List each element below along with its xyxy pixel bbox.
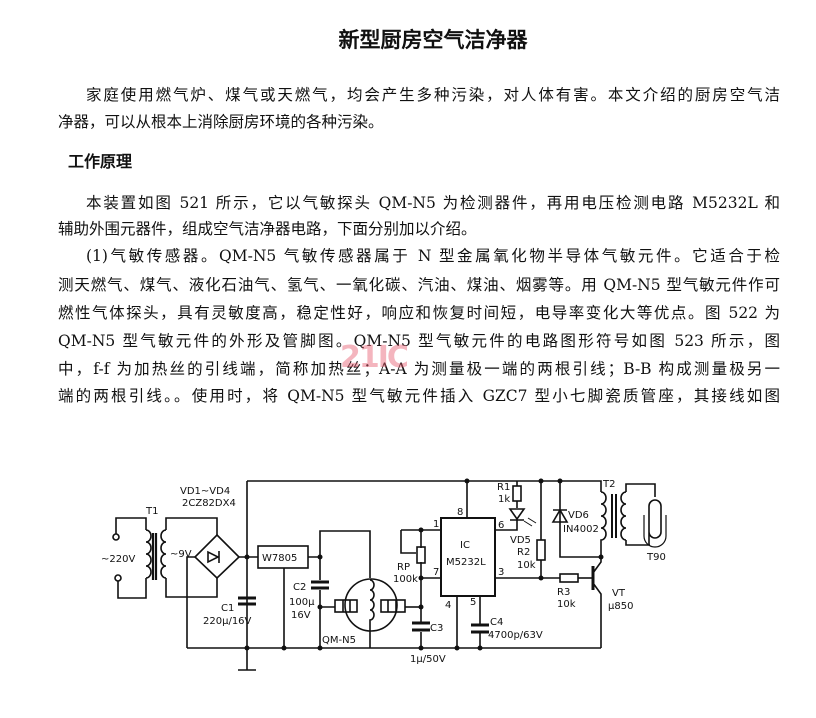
body-line: (1)气敏传感器。QM-N5 气敏传感器属于 N 型金属氧化物半导体气敏元件。它… [86, 247, 780, 265]
resistor-r1 [512, 485, 522, 502]
label-rp: RP [397, 562, 410, 573]
label-pin4: 4 [445, 600, 451, 611]
label-secondary: ~9V [170, 549, 192, 560]
label-pin7: 7 [433, 567, 439, 578]
label-ic: IC [460, 540, 470, 551]
led-vd5 [508, 508, 537, 527]
resistor-r3 [559, 573, 579, 583]
body-line: 辅助外围元器件，组成空气洁净器电路，下面分别加以介绍。 [58, 220, 477, 238]
label-vd6: VD6 [568, 510, 589, 521]
watermark-logo: 21IC [340, 340, 409, 375]
label-c2-val2: 16V [291, 610, 311, 621]
label-r3-val: 10k [557, 599, 576, 610]
label-r2: R2 [517, 547, 530, 558]
ground-rail [187, 647, 601, 671]
bridge-rectifier [186, 533, 258, 648]
label-sensor: QM-N5 [322, 635, 356, 646]
junction-dots [244, 478, 604, 651]
resistor-r2 [536, 539, 546, 561]
intro-line: 家庭使用燃气炉、煤气或天燃气，均会产生多种污染，对人体有害。本文介绍的厨房空气洁 [86, 86, 780, 104]
label-pin3: 3 [498, 567, 504, 578]
label-lamp: T90 [646, 552, 666, 563]
label-r2-val: 10k [517, 560, 536, 571]
label-pin1: 1 [433, 519, 439, 530]
positive-rail [246, 480, 602, 648]
gas-sensor-qm-n5 [334, 578, 421, 648]
label-c3-val: 1μ/50V [410, 654, 446, 665]
label-bridge: VD1~VD4 [180, 486, 230, 497]
label-pin5: 5 [470, 597, 476, 608]
label-c2: C2 [293, 582, 306, 593]
ic-m5232l [440, 517, 496, 597]
body-line: 本装置如图 521 所示，它以气敏探头 QM-N5 为检测器件，再用电压检测电路… [86, 194, 780, 212]
label-t1: T1 [145, 506, 158, 517]
label-r1-val: 1k [498, 494, 510, 505]
body-line: 燃性气体探头，具有灵敏度高，稳定性好，响应和恢复时间短，电导率变化大等优点。图 … [58, 304, 780, 322]
label-t2: T2 [602, 479, 615, 490]
section-heading: 工作原理 [68, 152, 133, 171]
label-vd6-part: IN4002 [563, 524, 599, 535]
label-bridge-part: 2CZ82DX4 [182, 498, 236, 509]
label-c1: C1 [221, 603, 234, 614]
label-rp-val: 100k [393, 574, 418, 585]
label-c3: C3 [430, 623, 443, 634]
diode-vd6 [551, 481, 601, 558]
transformer-t2 [600, 483, 656, 557]
label-c4-val: 4700p/63V [488, 630, 543, 641]
label-ic-part: M5232L [446, 557, 486, 568]
label-pin6: 6 [498, 520, 504, 531]
lamp-t90 [643, 499, 667, 548]
article-title: 新型厨房空气洁净器 [338, 27, 528, 52]
label-c1-val: 220μ/16V [203, 616, 252, 627]
label-vt-part: μ850 [608, 601, 633, 612]
label-r3: R3 [557, 587, 570, 598]
capacitor-c2 [311, 580, 329, 590]
body-line: 中，f-f 为加热丝的引线端，简称加热丝；A-A 为测量极一端的两根引线；B-B… [58, 360, 780, 378]
potentiometer-rp [416, 546, 426, 564]
capacitor-c1 [238, 596, 256, 606]
ac-input [112, 517, 147, 599]
label-vt: VT [612, 588, 626, 599]
label-regulator: W7805 [262, 553, 297, 564]
body-line: QM-N5 型气敏元件的外形及管脚图。QM-N5 型气敏元件的电路图形符号如图 … [58, 332, 780, 350]
capacitor-c3 [412, 621, 430, 632]
transistor-vt [591, 557, 602, 648]
intro-line: 净器，可以从根本上消除厨房环境的各种污染。 [58, 113, 384, 131]
body-line: 测天燃气、煤气、液化石油气、氢气、一氧化碳、汽油、煤油、烟雾等。用 QM-N5 … [58, 276, 780, 294]
label-pin8: 8 [457, 507, 463, 518]
label-ac-in: ~220V [101, 554, 135, 565]
label-vd5: VD5 [510, 535, 531, 546]
label-c2-val1: 100μ [289, 597, 315, 608]
body-line: 端的两根引线。。使用时，将 QM-N5 型气敏元件插入 GZC7 型小七脚瓷质管… [58, 387, 780, 405]
transformer-t1 [145, 517, 218, 598]
label-c4: C4 [490, 617, 503, 628]
label-r1: R1 [497, 482, 510, 493]
capacitor-c4 [471, 623, 489, 634]
